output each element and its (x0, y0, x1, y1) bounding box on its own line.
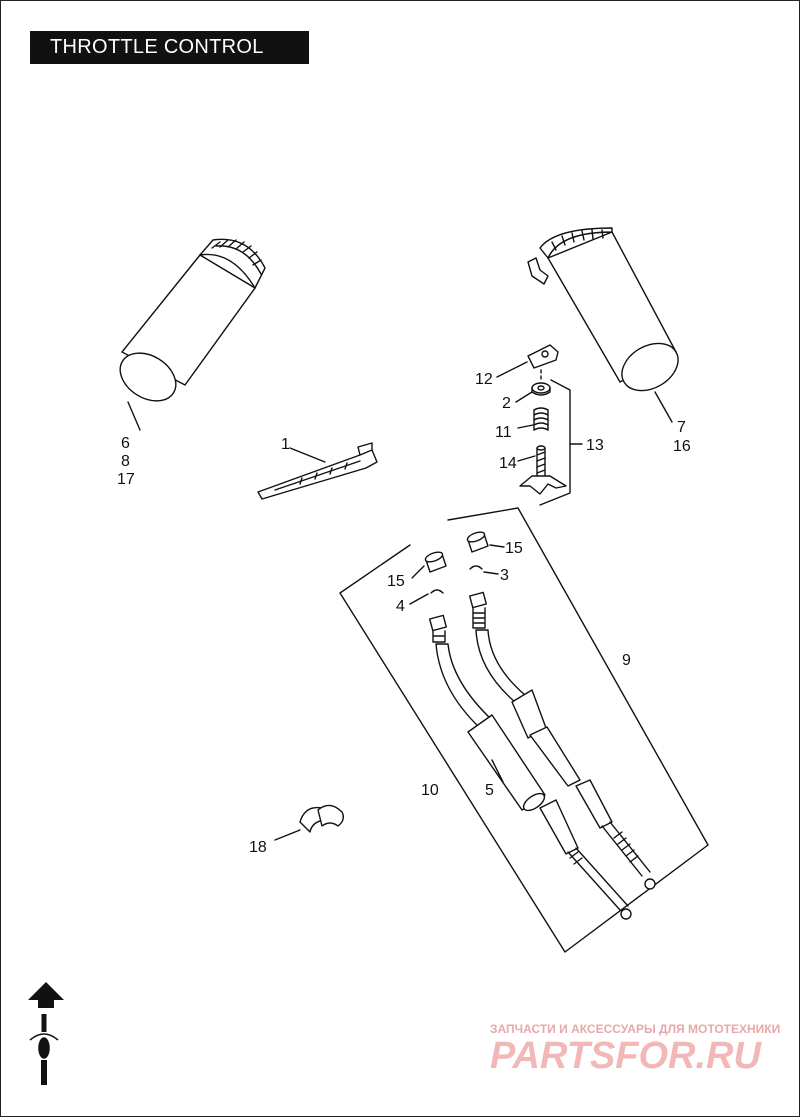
washer[interactable] (531, 382, 551, 396)
spring[interactable] (533, 407, 549, 431)
callout-18: 18 (249, 839, 267, 856)
front-arrow-icon (28, 982, 64, 1008)
callout-2: 2 (502, 395, 511, 412)
retaining-clip-4[interactable] (430, 589, 444, 594)
left-grip[interactable] (111, 238, 266, 410)
throttle-cable[interactable] (468, 591, 656, 890)
callout-5: 5 (485, 782, 494, 799)
cable-ferrule-right[interactable] (466, 530, 489, 553)
callout-4: 4 (396, 598, 405, 615)
leader-2 (515, 391, 533, 403)
page-title: THROTTLE CONTROL (30, 31, 309, 64)
friction-shoe[interactable] (527, 344, 559, 369)
leader-7 (654, 391, 673, 423)
callout-17: 17 (117, 471, 135, 488)
callout-8: 8 (121, 453, 130, 470)
leader-6 (127, 401, 141, 431)
assembly-bracket-13 (539, 379, 571, 506)
leader-15a (411, 565, 425, 579)
callout-15-left: 15 (387, 573, 405, 590)
leader-14 (517, 455, 536, 462)
callout-13: 13 (586, 437, 604, 454)
leader-11 (517, 424, 534, 429)
cable-assembly-bracket (339, 507, 709, 953)
adjuster-screw[interactable] (519, 445, 567, 495)
callout-10: 10 (421, 782, 439, 799)
leader-15b (489, 544, 505, 548)
retaining-clip-3[interactable] (469, 565, 483, 570)
cable-strap[interactable] (257, 442, 378, 500)
motorcycle-topview-icon (29, 1014, 59, 1085)
callout-3: 3 (500, 567, 509, 584)
callout-7: 7 (677, 419, 686, 436)
leader-12 (496, 361, 528, 378)
right-grip[interactable] (527, 227, 686, 400)
leader-18 (274, 829, 301, 841)
callout-11: 11 (495, 424, 512, 441)
cable-clip[interactable] (299, 804, 345, 833)
callout-15-right: 15 (505, 540, 523, 557)
leader-4 (409, 593, 429, 605)
leader-1 (289, 447, 326, 463)
callout-6: 6 (121, 435, 130, 452)
callout-12: 12 (475, 371, 493, 388)
idle-cable[interactable] (428, 614, 632, 920)
leader-5 (491, 759, 504, 783)
watermark-brand: PARTSFOR.RU (490, 1035, 762, 1077)
watermark-tagline: ЗАПЧАСТИ И АКСЕССУАРЫ ДЛЯ МОТОТЕХНИКИ (490, 1022, 780, 1036)
cable-ferrule-left[interactable] (424, 550, 447, 573)
callout-14: 14 (499, 455, 517, 472)
callout-16: 16 (673, 438, 691, 455)
callout-9: 9 (622, 652, 631, 669)
callout-1: 1 (281, 436, 290, 453)
leader-3 (483, 571, 499, 575)
